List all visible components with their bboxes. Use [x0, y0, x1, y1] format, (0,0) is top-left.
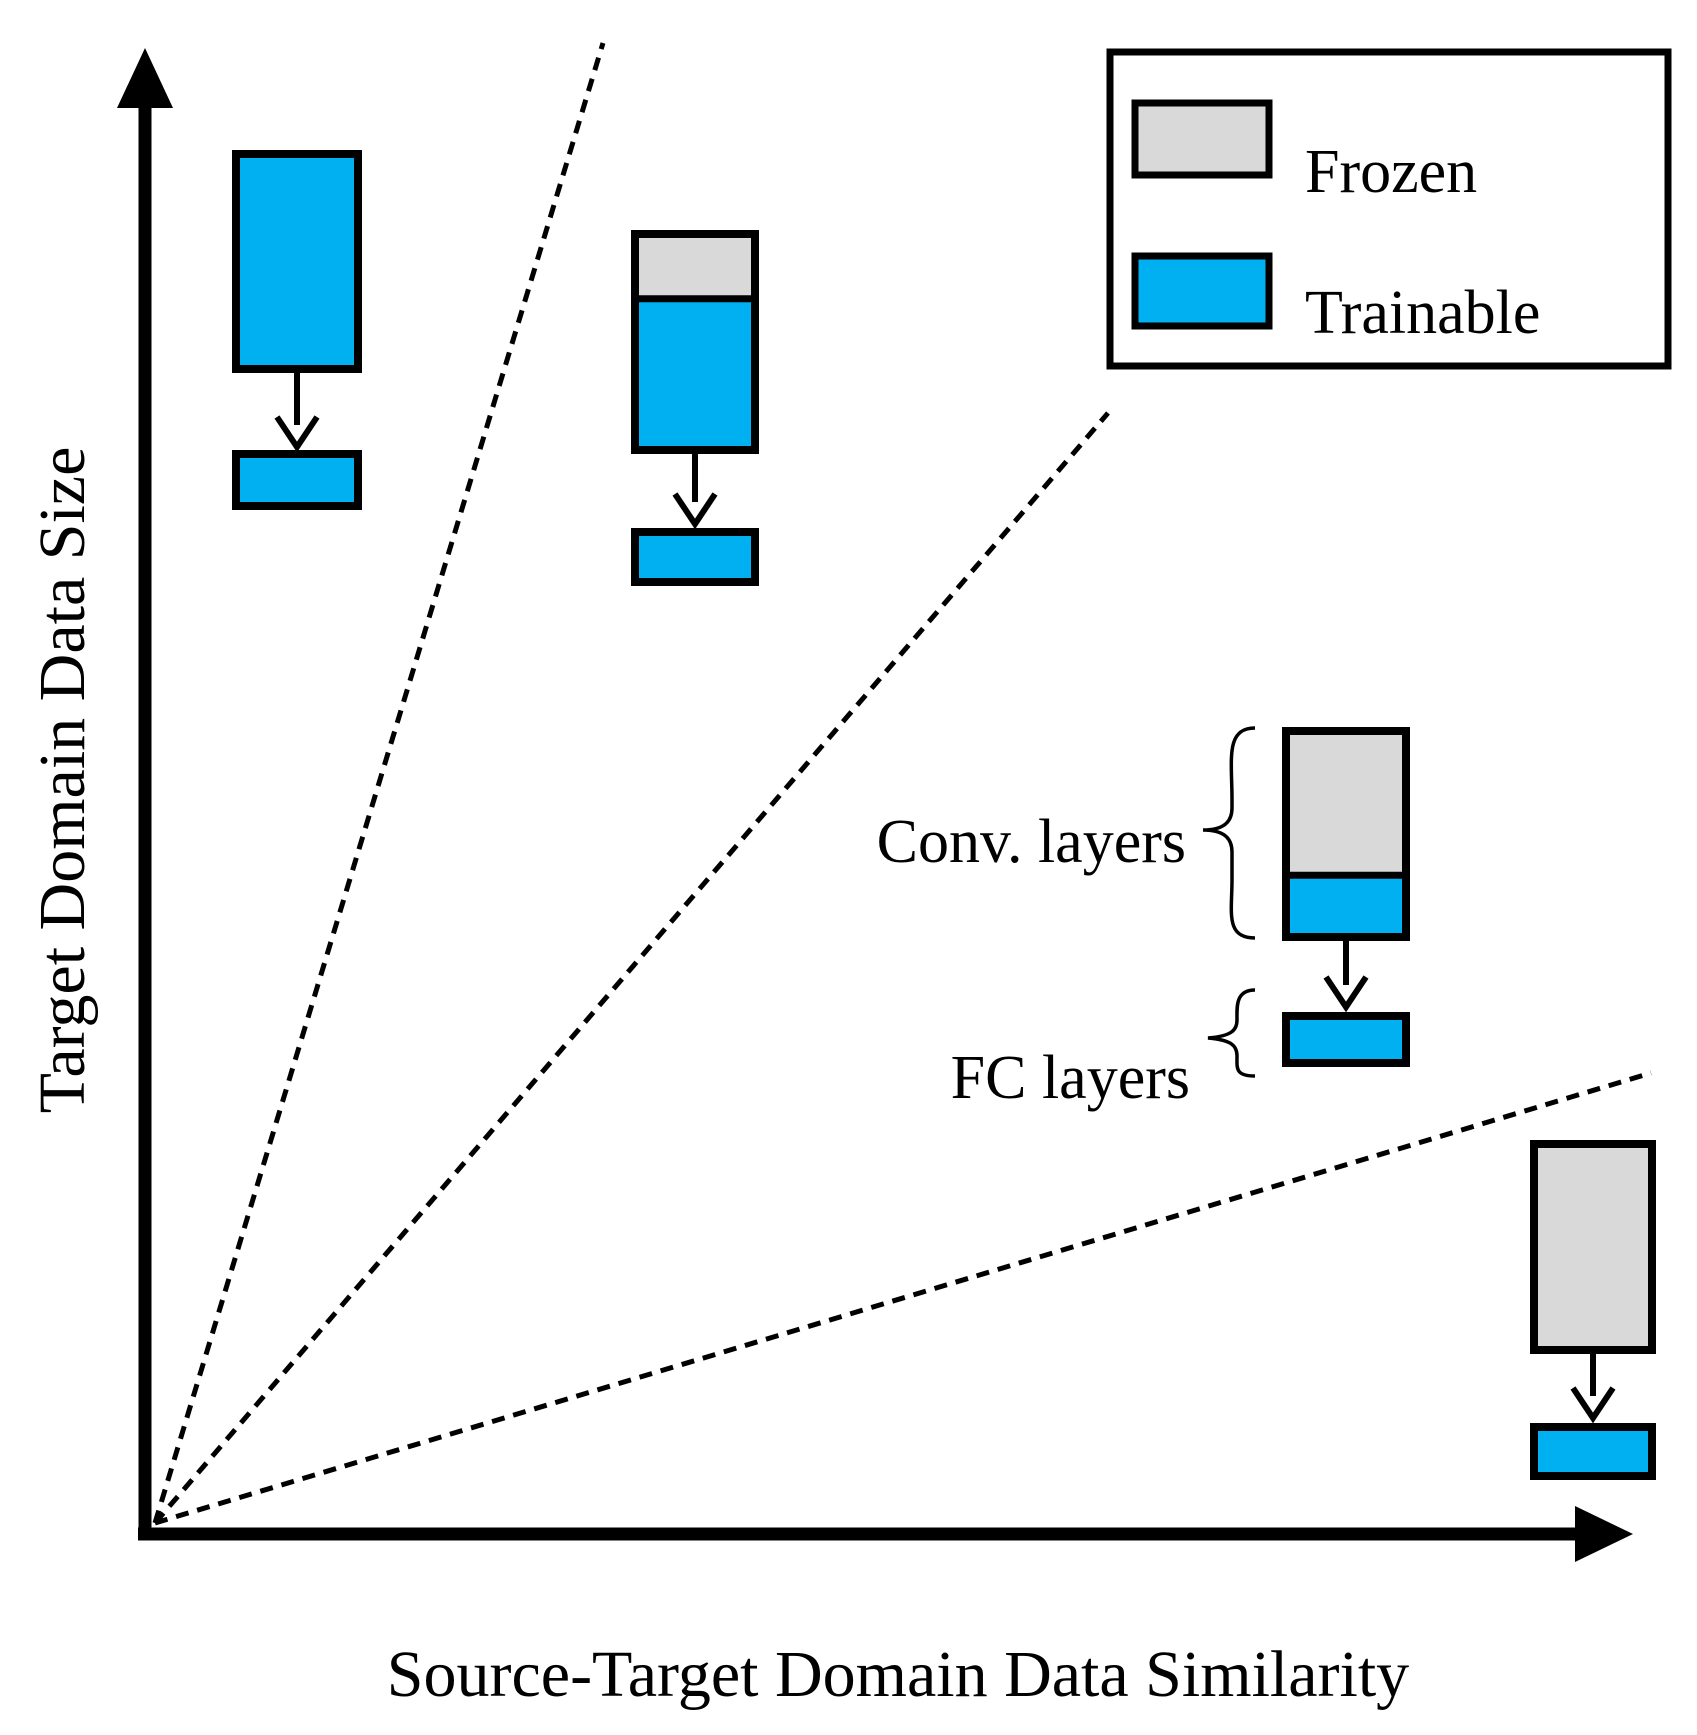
- x-axis-arrowhead: [1575, 1506, 1633, 1562]
- conv-trainable-part: [635, 298, 755, 450]
- conv-layers-block: [232, 150, 362, 373]
- network-2: [631, 230, 759, 586]
- separator-line-3: [154, 1070, 1652, 1526]
- legend: Frozen Trainable: [1106, 48, 1672, 370]
- legend-frozen-label: Frozen: [1305, 138, 1477, 206]
- network-3: [1282, 727, 1410, 1067]
- conv-frozen-part: [1286, 731, 1406, 876]
- conv-trainable-part: [1286, 875, 1406, 937]
- fc-layers-brace: [1207, 988, 1256, 1078]
- region-separators: [152, 42, 1652, 1526]
- connection-arrowhead: [1570, 1386, 1616, 1424]
- y-axis-label: Target Domain Data Size: [26, 447, 99, 1114]
- fc-layers-block: [1282, 1012, 1410, 1067]
- conv-layers-brace: [1202, 726, 1256, 940]
- network-4: [1530, 1140, 1656, 1480]
- legend-frozen-swatch: [1131, 99, 1273, 179]
- fc-layers-label: FC layers: [951, 1044, 1190, 1112]
- connection-arrowhead: [274, 415, 320, 453]
- fc-layers-block: [631, 528, 759, 586]
- network-1: [232, 150, 362, 510]
- x-axis-label: Source-Target Domain Data Similarity: [387, 1638, 1409, 1711]
- separator-line-2: [153, 411, 1110, 1525]
- conv-trainable-part: [236, 154, 358, 369]
- conv-frozen-part: [1534, 1144, 1652, 1350]
- conv-layers-label: Conv. layers: [877, 808, 1186, 876]
- separator-line-1: [152, 42, 606, 1524]
- conv-layers-block: [631, 230, 759, 454]
- fc-layers-block: [1530, 1423, 1656, 1480]
- axes: [117, 48, 1633, 1562]
- y-axis-arrowhead: [117, 48, 173, 108]
- conv-frozen-part: [635, 234, 755, 299]
- legend-trainable-label: Trainable: [1305, 279, 1540, 347]
- fc-layers-block: [232, 450, 362, 510]
- connection-arrowhead: [672, 492, 718, 530]
- connection-arrowhead: [1323, 975, 1369, 1013]
- network-diagrams: [232, 150, 1656, 1480]
- conv-layers-block: [1282, 727, 1410, 941]
- conv-layers-block: [1530, 1140, 1656, 1354]
- annotations: Conv. layers FC layers: [877, 726, 1256, 1112]
- legend-trainable-swatch: [1131, 252, 1273, 330]
